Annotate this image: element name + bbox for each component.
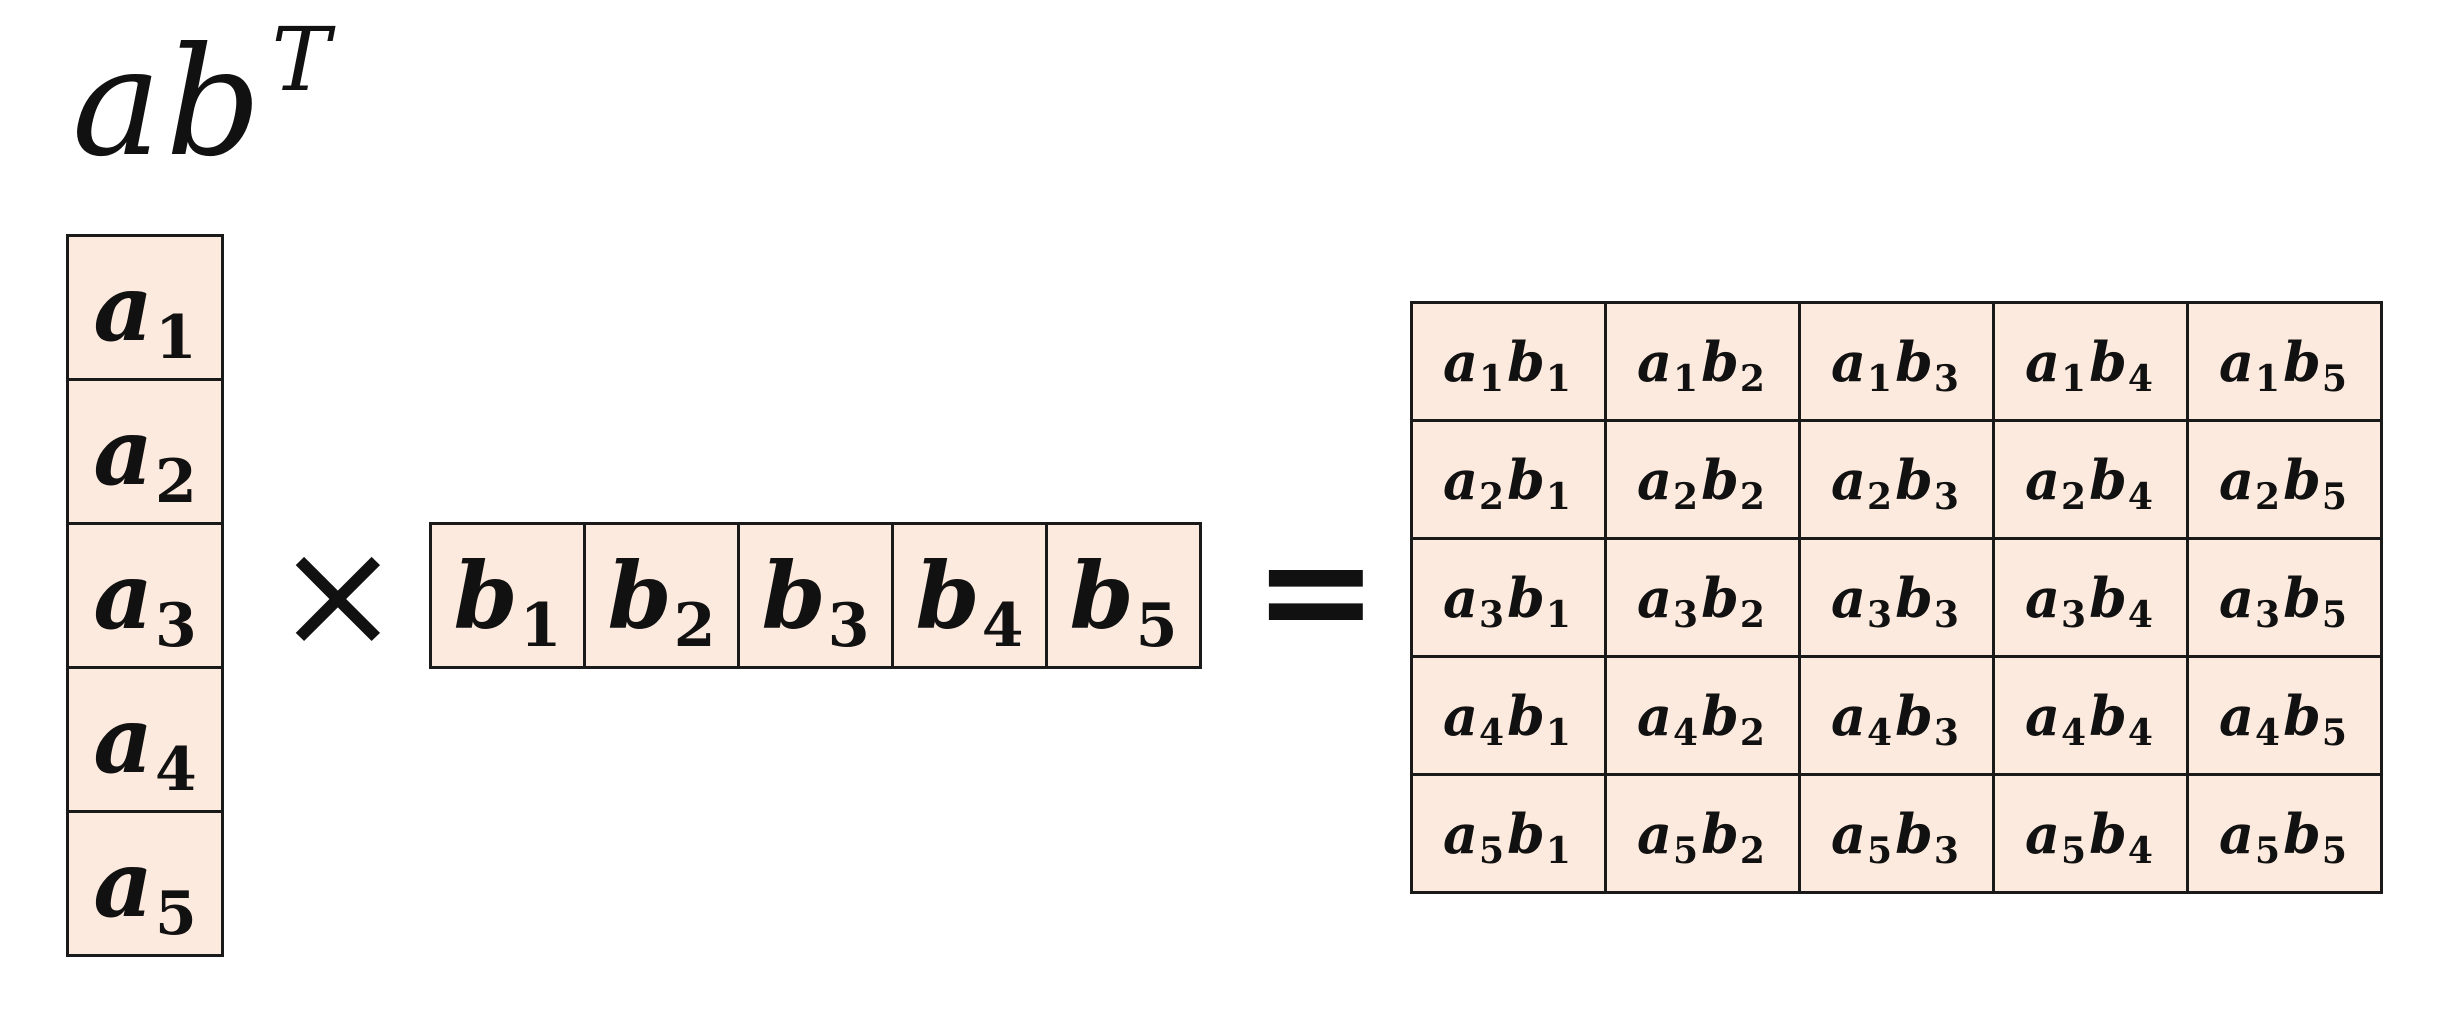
- vector-a-cell: a2: [69, 381, 221, 525]
- product-cell-3-5: a3b5: [2189, 540, 2380, 655]
- column-vector-a: a1 a2 a3 a4 a5: [66, 234, 224, 957]
- vector-b-cell: b3: [740, 525, 894, 666]
- product-cell-1-2: a1b2: [1607, 304, 1798, 419]
- product-cell-5-5: a5b5: [2189, 776, 2380, 891]
- row-vector-b-transpose: b1 b2 b3 b4 b5: [429, 522, 1202, 669]
- product-cell-2-1: a2b1: [1413, 422, 1604, 537]
- product-cell-5-3: a5b3: [1801, 776, 1992, 891]
- product-cell-4-2: a4b2: [1607, 658, 1798, 773]
- product-cell-2-5: a2b5: [2189, 422, 2380, 537]
- product-cell-4-3: a4b3: [1801, 658, 1992, 773]
- product-cell-2-2: a2b2: [1607, 422, 1798, 537]
- product-cell-3-3: a3b3: [1801, 540, 1992, 655]
- product-cell-4-4: a4b4: [1995, 658, 2186, 773]
- product-cell-5-4: a5b4: [1995, 776, 2186, 891]
- vector-b-cell: b5: [1048, 525, 1199, 666]
- product-cell-4-1: a4b1: [1413, 658, 1604, 773]
- product-cell-2-4: a2b4: [1995, 422, 2186, 537]
- vector-a-cell: a4: [69, 669, 221, 813]
- product-cell-2-3: a2b3: [1801, 422, 1992, 537]
- vector-b-cell: b4: [894, 525, 1048, 666]
- title-superscript: T: [271, 8, 335, 111]
- title-base: ab: [72, 16, 266, 190]
- product-cell-1-4: a1b4: [1995, 304, 2186, 419]
- vector-b-cell: b2: [586, 525, 740, 666]
- equals-operator: =: [1253, 502, 1379, 678]
- product-cell-5-2: a5b2: [1607, 776, 1798, 891]
- diagram-title: abT: [72, 16, 334, 179]
- product-cell-4-5: a4b5: [2189, 658, 2380, 773]
- vector-a-cell: a5: [69, 813, 221, 954]
- product-cell-1-3: a1b3: [1801, 304, 1992, 419]
- vector-a-cell: a3: [69, 525, 221, 669]
- product-cell-3-1: a3b1: [1413, 540, 1604, 655]
- product-cell-3-2: a3b2: [1607, 540, 1798, 655]
- product-cell-5-1: a5b1: [1413, 776, 1604, 891]
- product-cell-3-4: a3b4: [1995, 540, 2186, 655]
- vector-b-cell: b1: [432, 525, 586, 666]
- product-cell-1-5: a1b5: [2189, 304, 2380, 419]
- product-cell-1-1: a1b1: [1413, 304, 1604, 419]
- times-operator: ×: [275, 508, 401, 682]
- vector-a-cell: a1: [69, 237, 221, 381]
